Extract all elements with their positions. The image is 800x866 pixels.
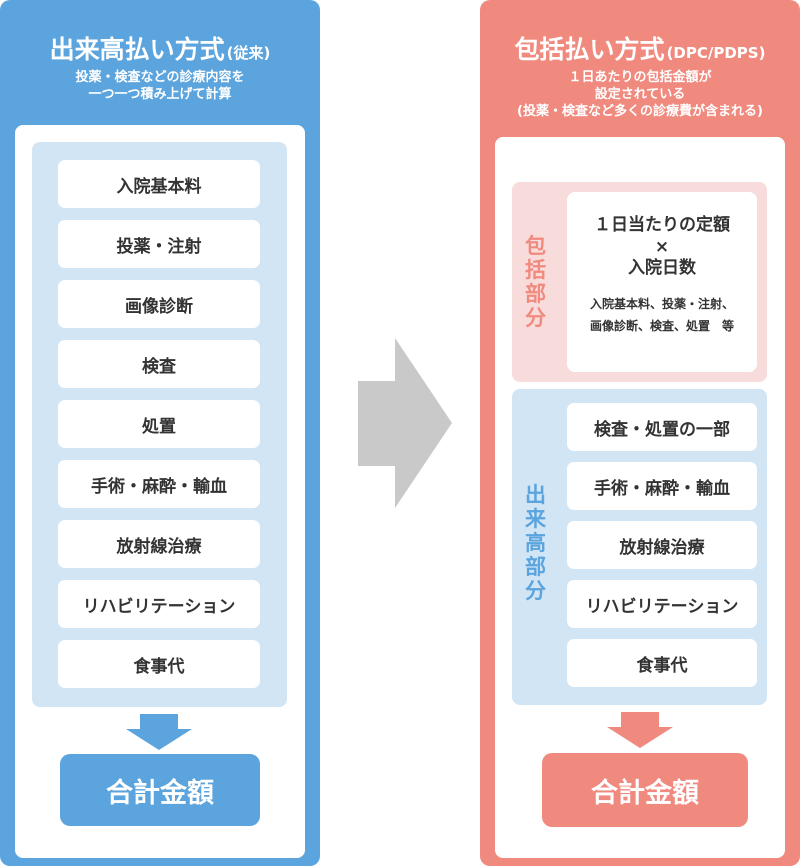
left-items-group: 入院基本料 投薬・注射 画像診断 検査 処置 手術・麻酔・輸血 放射線治療 リハ… (32, 142, 287, 707)
list-item: 投薬・注射 (58, 220, 260, 268)
list-item: 放射線治療 (567, 521, 757, 569)
bundled-note-line1: 入院基本料、投薬・注射、 (589, 297, 734, 311)
right-arrow-icon (358, 338, 452, 508)
list-item: 検査 (58, 340, 260, 388)
left-description: 投薬・検査などの診療内容を 一つ一つ積み上げて計算 (0, 69, 320, 103)
fee-for-service-part-label: 出 来 高 部 分 (525, 483, 546, 603)
bundled-daily-fixed-amount: １日当たりの定額 (594, 215, 730, 235)
right-title-sub: (DPC/PDPS) (666, 44, 766, 62)
fee-label-char: 来 (525, 507, 546, 531)
right-inner-box: 包 括 部 分 １日当たりの定額 × 入院日数 入院基本料、投薬・注射、 画像診… (495, 137, 785, 858)
right-title-main: 包括払い方式 (514, 35, 665, 64)
list-item: 手術・麻酔・輸血 (58, 460, 260, 508)
list-item: 手術・麻酔・輸血 (567, 462, 757, 510)
bundled-note-line2: 画像診断、検査、処置 等 (589, 319, 734, 333)
bundled-included-items: 入院基本料、投薬・注射、 画像診断、検査、処置 等 (590, 293, 734, 337)
bundled-part-label: 包 括 部 分 (525, 234, 546, 330)
left-desc-line2: 一つ一つ積み上げて計算 (88, 87, 232, 102)
bundled-multiply-sign: × (654, 237, 670, 257)
right-desc-line2: 設定されている (594, 87, 686, 102)
fee-label-char: 高 (525, 531, 546, 555)
right-description: １日あたりの包括金額が 設定されている (投薬・検査など多くの診療費が含まれる) (480, 69, 800, 120)
down-arrow-icon (126, 714, 192, 750)
fee-for-service-part-group: 出 来 高 部 分 検査・処置の一部 手術・麻酔・輸血 放射線治療 リハビリテー… (512, 389, 767, 705)
list-item: 放射線治療 (58, 520, 260, 568)
list-item: 食事代 (567, 639, 757, 687)
left-total: 合計金額 (60, 754, 260, 826)
fee-label-char: 出 (525, 483, 546, 507)
right-total: 合計金額 (542, 753, 748, 827)
bundled-label-char: 括 (525, 258, 546, 282)
right-desc-line3: (投薬・検査など多くの診療費が含まれる) (517, 104, 763, 119)
bundled-label-char: 包 (525, 234, 546, 258)
left-inner-box: 入院基本料 投薬・注射 画像診断 検査 処置 手術・麻酔・輸血 放射線治療 リハ… (15, 125, 305, 858)
left-title-sub: (従来) (226, 44, 271, 62)
list-item: リハビリテーション (58, 580, 260, 628)
list-item: 入院基本料 (58, 160, 260, 208)
left-desc-line1: 投薬・検査などの診療内容を (75, 70, 245, 85)
right-title: 包括払い方式(DPC/PDPS) (480, 30, 800, 66)
list-item: 検査・処置の一部 (567, 403, 757, 451)
down-arrow-icon (607, 712, 673, 748)
bundled-label-char: 部 (525, 282, 546, 306)
bundled-label-char: 分 (525, 306, 546, 330)
bundled-hospital-days: 入院日数 (628, 258, 696, 278)
bundled-part-group: 包 括 部 分 １日当たりの定額 × 入院日数 入院基本料、投薬・注射、 画像診… (512, 182, 767, 382)
fee-label-char: 分 (525, 579, 546, 603)
bundled-amount-box: １日当たりの定額 × 入院日数 入院基本料、投薬・注射、 画像診断、検査、処置 … (567, 192, 757, 372)
list-item: 食事代 (58, 640, 260, 688)
list-item: リハビリテーション (567, 580, 757, 628)
right-panel-dpc-pdps: 包括払い方式(DPC/PDPS) １日あたりの包括金額が 設定されている (投薬… (480, 0, 800, 866)
left-title: 出来高払い方式(従来) (0, 30, 320, 66)
left-title-main: 出来高払い方式 (49, 35, 225, 64)
left-panel-fee-for-service: 出来高払い方式(従来) 投薬・検査などの診療内容を 一つ一つ積み上げて計算 入院… (0, 0, 320, 866)
fee-label-char: 部 (525, 555, 546, 579)
right-desc-line1: １日あたりの包括金額が (568, 70, 712, 85)
list-item: 処置 (58, 400, 260, 448)
list-item: 画像診断 (58, 280, 260, 328)
